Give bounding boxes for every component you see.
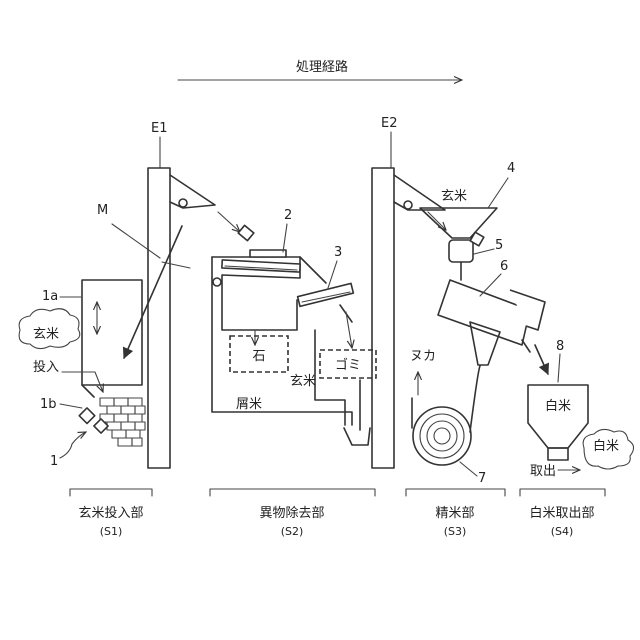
brown-rice-mid-label: 玄米 [290,374,316,389]
flow-arrow-e1-to-hopper [124,226,182,358]
stage-s2-name: 異物除去部 [259,506,324,521]
bran-label: ヌカ [410,349,436,364]
ref-1b: 1b [40,397,57,412]
elevator-e1: E1 [124,121,215,468]
ref-7: 7 [478,471,486,486]
brown-rice-bubble-label: 玄米 [33,327,59,342]
stage-s2-code: (S2) [281,525,304,538]
brown-rice-top-label: 玄米 [441,189,467,204]
ref-1: 1 [50,454,58,469]
dust-label: ゴミ [335,357,361,373]
ref-8: 8 [556,339,564,354]
stage-s1-name: 玄米投入部 [78,505,143,521]
dust-separator [298,283,354,306]
stone-label: 石 [252,349,265,364]
broken-rice-label: 屑米 [236,397,262,412]
ref-m: M [97,203,108,218]
ref-5: 5 [495,238,503,253]
white-rice-bubble-label: 白米 [593,438,619,454]
stage-s1-code: (S1) [100,525,123,538]
ref-2: 2 [284,208,292,223]
feed-valve [449,240,473,262]
bran-collector [413,407,471,465]
white-rice-tank [528,385,588,448]
take-out-label: 取出 [530,464,556,479]
ref-4: 4 [507,161,515,176]
stage-s3-name: 精米部 [435,506,474,521]
rice-mill [438,280,530,345]
stage-s3-code: (S3) [444,525,467,538]
elevator-e2-label: E2 [381,116,398,131]
ref-3: 3 [334,245,342,260]
ref-1a: 1a [42,289,58,304]
stage-s4-name: 白米取出部 [529,505,594,521]
elevator-e1-label: E1 [151,121,168,136]
white-rice-tank-label: 白米 [545,398,571,414]
mill-hopper [420,208,497,238]
stage-labels: 玄米投入部 (S1) 異物除去部 (S2) 精米部 (S3) 白米取出部 (S4… [70,489,605,538]
white-rice-output-section: 白米 8 取出 白米 [528,339,634,479]
stage-s4-code: (S4) [551,525,574,538]
processing-route-label: 処理経路 [296,59,348,75]
ref-6: 6 [500,259,508,274]
input-hopper [82,280,142,385]
brown-rice-input-section: 玄米 投入 1a 1b 1 M [19,203,160,469]
brick-feeder-1b [79,398,145,446]
input-label: 投入 [33,359,59,375]
foreign-matter-removal-section: 石 ゴミ 玄米 屑米 2 3 [212,208,376,445]
processing-route-header: 処理経路 [178,59,462,80]
